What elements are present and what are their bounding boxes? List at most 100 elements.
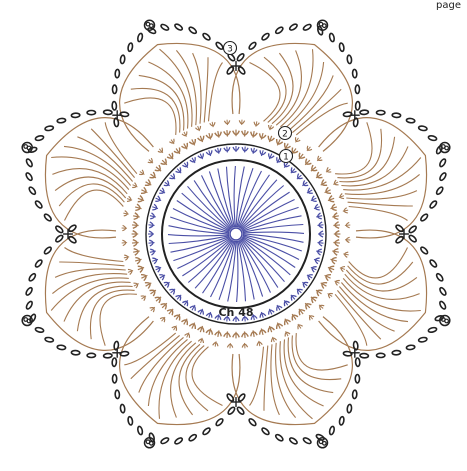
chain-stitch-icon [303, 23, 312, 31]
round-2-outer-stitch [326, 291, 333, 298]
round-2-outer-stitch [296, 322, 304, 330]
round-1-stitch [267, 308, 275, 316]
svg-text:2: 2 [282, 130, 288, 140]
chain-stitch-icon [237, 393, 245, 402]
round-1-stitch [289, 293, 297, 301]
chain-stitch-icon [395, 224, 404, 232]
round-2-outer-stitch [253, 121, 259, 127]
chain-stitch-icon [392, 350, 401, 355]
round-1-stitch [182, 299, 190, 307]
round-1-stitch [305, 272, 313, 280]
round-1-stitch [148, 240, 155, 247]
chain-stitch-icon [43, 246, 52, 255]
round-2-stitch [149, 171, 158, 180]
round-2-stitch [134, 256, 142, 264]
chain-stitch-icon [127, 416, 133, 425]
chain-stitch-icon [439, 172, 447, 181]
round-2-outer-stitch [121, 240, 127, 246]
chain-stitch-icon [439, 287, 447, 296]
round-1-stitch [274, 303, 282, 311]
round-2-outer-stitch [256, 340, 262, 346]
center-spoke [243, 232, 304, 233]
round-1-stitch [197, 308, 205, 316]
chain-stitch-icon [137, 426, 143, 435]
round-2-stitch [319, 179, 328, 188]
chain-stitch-icon [103, 353, 112, 358]
round-1-stitch [175, 293, 183, 301]
round-2-stitch [334, 231, 341, 238]
center-spoke [168, 235, 229, 236]
chain-stitch-icon [103, 110, 112, 115]
chain-stitch-icon [377, 353, 385, 357]
center-spoke [182, 239, 231, 276]
round-1-stitch [206, 149, 214, 157]
round-2-outer-stitch [342, 208, 348, 214]
round-2-stitch [327, 264, 335, 272]
round-2-outer-stitch [182, 131, 189, 138]
petal [45, 118, 153, 238]
round-marker-2: 2 [279, 127, 292, 140]
round-2-stitch [327, 195, 335, 203]
round-2-outer-stitch [169, 138, 177, 146]
petal [319, 230, 427, 350]
round-1-stitch [175, 167, 183, 175]
round-2-outer-stitch [283, 330, 290, 337]
picot-icon [440, 143, 450, 153]
chain-stitch-icon [355, 85, 359, 93]
round-1-stitch [189, 156, 197, 164]
round-2-outer-stitch [147, 158, 155, 166]
round-1-stitch [151, 204, 159, 212]
center-spoke [188, 240, 231, 283]
round-1-stitch [267, 152, 275, 160]
round-2-outer-stitch [242, 343, 248, 349]
round-1-stitch [318, 231, 324, 237]
round-2-stitch [160, 301, 169, 310]
round-2-outer-stitch [140, 294, 148, 302]
picot-icon [318, 438, 328, 448]
round-2-stitch [215, 131, 223, 139]
round-1-stitch [163, 180, 171, 188]
chain-stitch-icon [227, 406, 236, 415]
round-2-stitch [133, 248, 141, 256]
chain-stitch-icon [329, 33, 335, 42]
center-spoke [241, 239, 278, 288]
round-2-stitch [133, 213, 141, 221]
round-2-stitch [233, 130, 240, 137]
chain-stitch-icon [112, 101, 117, 110]
round-1-stitch [305, 187, 313, 195]
chain-stitch-icon [418, 125, 427, 131]
chain-stitch-icon [112, 358, 117, 367]
chain-stitch-icon [303, 437, 312, 445]
center-spoke [242, 238, 285, 281]
chain-stitch-icon [261, 427, 270, 436]
round-1-stitch [316, 213, 323, 220]
chain-stitch-icon [45, 337, 54, 343]
round-2-stitch [303, 158, 312, 167]
round-2-stitch [173, 147, 182, 156]
round-2-outer-stitch [333, 279, 340, 286]
chain-stitch-icon [127, 43, 133, 52]
chain-stitch-icon [215, 41, 224, 50]
chain-stitch-icon [137, 33, 143, 42]
chain-stitch-icon [43, 213, 52, 222]
chain-stitch-icon [406, 345, 415, 350]
round-1-stitch [149, 213, 156, 220]
round-1-stitch [169, 287, 177, 295]
petal [120, 43, 240, 151]
round-2-stitch [140, 272, 149, 281]
chain-stitch-icon [236, 53, 245, 62]
round-2-outer-stitch [317, 303, 325, 311]
round-2-outer-stitch [195, 125, 202, 132]
round-1-stitch [282, 299, 290, 307]
petal [319, 118, 427, 238]
round-1-stitch [149, 248, 156, 255]
round-2-stitch [303, 301, 312, 310]
round-2-stitch [140, 187, 149, 196]
round-2-stitch [206, 328, 214, 336]
round-1-stitch [182, 161, 190, 169]
svg-text:1: 1 [283, 153, 289, 163]
round-1-stitch [313, 257, 321, 265]
round-2-stitch [241, 331, 248, 338]
round-2-stitch [189, 321, 198, 330]
round-2-stitch [197, 325, 205, 333]
